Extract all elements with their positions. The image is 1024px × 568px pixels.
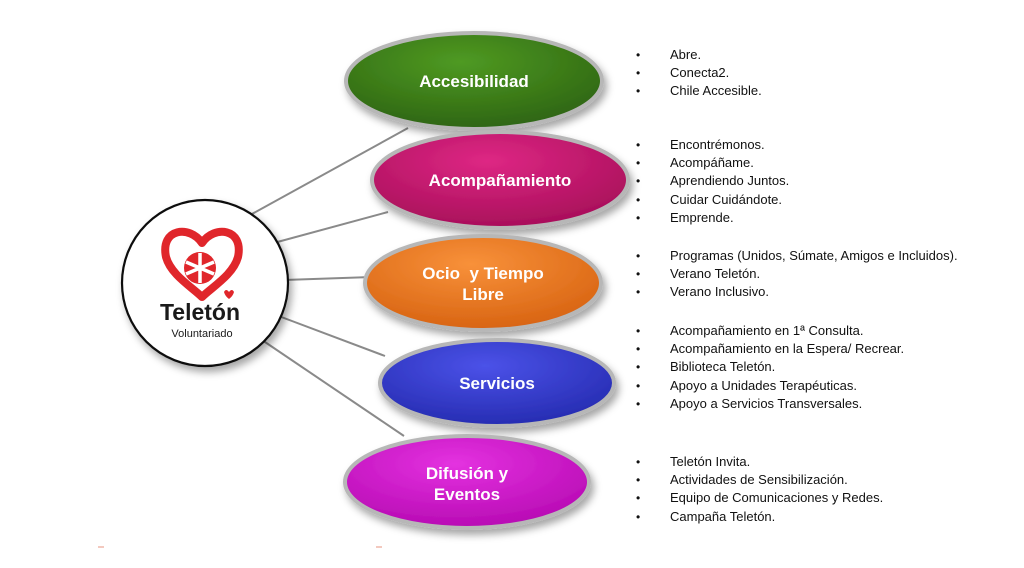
connector-ocio [283, 276, 373, 281]
teleton-heart-icon [161, 227, 243, 301]
list-item: Encontrémonos. [634, 136, 789, 154]
list-item: Chile Accesible. [634, 82, 762, 100]
list-item: Apoyo a Servicios Transversales. [634, 395, 904, 413]
center-logo-node: Teletón Voluntariado [120, 198, 290, 368]
list-item: Equipo de Comunicaciones y Redes. [634, 489, 883, 507]
connector-lines [231, 127, 409, 437]
list-item: Abre. [634, 46, 762, 64]
list-acompanamiento: Encontrémonos. Acompáñame. Aprendiendo J… [634, 136, 789, 227]
list-item: Actividades de Sensibilización. [634, 471, 883, 489]
list-difusion: Teletón Invita. Actividades de Sensibili… [634, 453, 883, 526]
node-label: Acompañamiento [429, 171, 572, 190]
connector-servicios [275, 314, 386, 357]
list-item: Acompañamiento en 1ª Consulta. [634, 322, 904, 340]
node-label-line-1: Ocio y Tiempo [422, 264, 544, 283]
node-ocio: Ocio y Tiempo Libre [363, 234, 603, 332]
list-item: Acompáñame. [634, 154, 789, 172]
node-label-line-1: Difusión y [426, 464, 509, 483]
node-servicios: Servicios [378, 338, 616, 428]
list-item: Conecta2. [634, 64, 762, 82]
node-label: Servicios [459, 374, 535, 393]
list-item: Programas (Unidos, Súmate, Amigos e Incl… [634, 247, 958, 265]
decorative-mark [98, 546, 104, 548]
list-ocio: Programas (Unidos, Súmate, Amigos e Incl… [634, 247, 958, 302]
list-accesibilidad: Abre. Conecta2. Chile Accesible. [634, 46, 762, 101]
list-item: Acompañamiento en la Espera/ Recrear. [634, 340, 904, 358]
brand-name: Teletón [160, 299, 240, 325]
list-item: Aprendiendo Juntos. [634, 172, 789, 190]
list-item: Campaña Teletón. [634, 508, 883, 526]
node-label-line-2: Eventos [434, 485, 500, 504]
list-item: Teletón Invita. [634, 453, 883, 471]
list-item: Emprende. [634, 209, 789, 227]
node-difusion: Difusión y Eventos [343, 434, 591, 530]
decorative-mark [376, 546, 382, 548]
list-item: Apoyo a Unidades Terapéuticas. [634, 377, 904, 395]
connector-accesibilidad [231, 127, 409, 226]
list-item: Verano Inclusivo. [634, 283, 958, 301]
node-accesibilidad: Accesibilidad [344, 31, 604, 131]
list-item: Cuidar Cuidándote. [634, 191, 789, 209]
list-item: Biblioteca Teletón. [634, 358, 904, 376]
connector-acompanamiento [269, 211, 389, 245]
connector-difusion [261, 339, 405, 437]
node-label-line-2: Libre [462, 285, 504, 304]
node-label: Accesibilidad [419, 72, 529, 91]
list-servicios: Acompañamiento en 1ª Consulta. Acompañam… [634, 322, 904, 413]
node-acompanamiento: Acompañamiento [370, 130, 630, 230]
brand-sub: Voluntariado [171, 328, 232, 340]
list-item: Verano Teletón. [634, 265, 958, 283]
